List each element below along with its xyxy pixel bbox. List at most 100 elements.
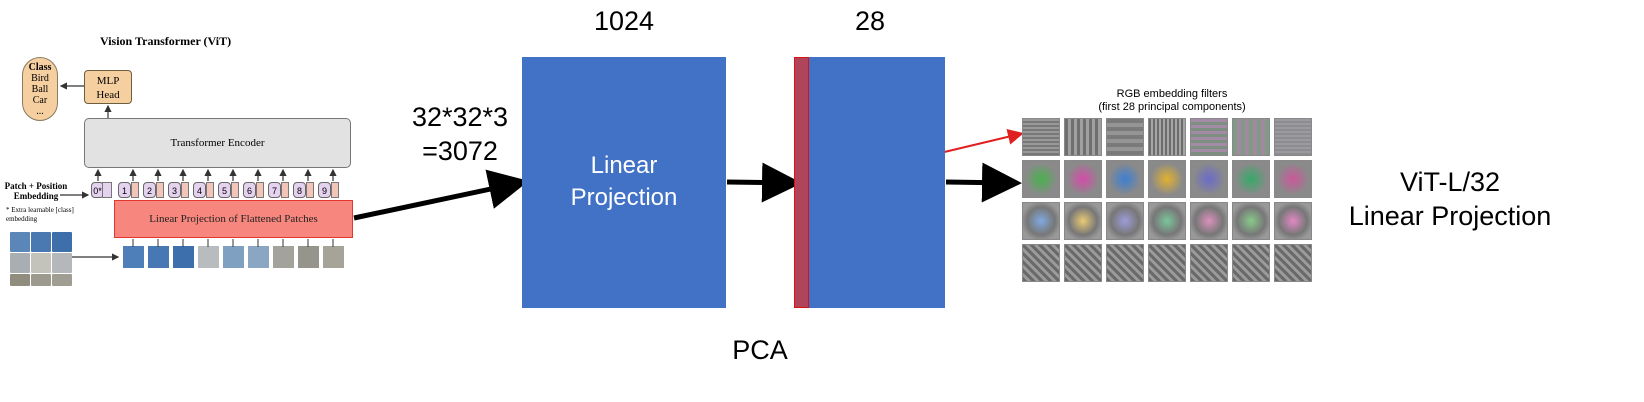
position-embedding [206, 182, 214, 198]
class-item: Bird [31, 73, 49, 84]
embedding-filter [1232, 202, 1270, 240]
embedding-filter [1274, 160, 1312, 198]
mlp-head-label: MLP Head [96, 75, 120, 101]
embedding-filter [1064, 244, 1102, 282]
image-patch [298, 246, 319, 268]
input-dimension-line2: =3072 [422, 136, 498, 166]
transformer-encoder-box: Transformer Encoder [84, 118, 351, 168]
input-dimension-line1: 32*32*3 [411, 102, 509, 132]
patch-up-arrows [132, 239, 334, 247]
token-6: 6 [243, 182, 256, 198]
filters-title-line1: RGB embedding filters [1116, 88, 1228, 100]
linear-projection-line1: Linear [590, 152, 658, 179]
embedding-filter [1148, 160, 1186, 198]
image-thumbnail [52, 274, 72, 286]
pca-projection-block [795, 57, 945, 308]
position-embedding [156, 182, 164, 198]
embedding-filter [1106, 202, 1144, 240]
arrow-to-linear-projection [353, 169, 529, 221]
embedding-filter [1148, 202, 1186, 240]
embedding-filter [1232, 244, 1270, 282]
embedding-filter [1022, 118, 1060, 156]
token-8: 8 [293, 182, 306, 198]
token-5: 5 [218, 182, 231, 198]
position-embedding [181, 182, 189, 198]
filters-title: RGB embedding filters (first 28 principa… [1024, 88, 1320, 114]
model-label-line2: Linear Projection [1348, 201, 1552, 231]
embedding-filter [1148, 244, 1186, 282]
model-label-line1: ViT-L/32 [1399, 167, 1501, 197]
token-4: 4 [193, 182, 206, 198]
image-thumbnail [31, 232, 51, 252]
image-patch [198, 246, 219, 268]
position-embedding [306, 182, 314, 198]
class-item: ... [36, 106, 44, 117]
embedding-filter [1274, 244, 1312, 282]
embedding-filter [1190, 160, 1228, 198]
filters-title-line2: (first 28 principal components) [1098, 101, 1246, 113]
token-7: 7 [268, 182, 281, 198]
token-up-arrows [94, 168, 337, 181]
embedding-filter [1190, 202, 1228, 240]
position-embedding [231, 182, 239, 198]
embedding-filter [1274, 118, 1312, 156]
image-patch [148, 246, 169, 268]
image-thumbnail [31, 274, 51, 286]
position-embedding [256, 182, 264, 198]
embedding-filter [1190, 244, 1228, 282]
class-item: Car [32, 95, 48, 106]
pca-label: PCA [732, 335, 788, 365]
embedding-filter [1232, 118, 1270, 156]
token-2: 2 [143, 182, 156, 198]
linear-projection-flattened-box: Linear Projection of Flattened Patches [114, 200, 353, 238]
image-thumbnail [10, 232, 30, 252]
embedding-filter [1064, 118, 1102, 156]
position-embedding [281, 182, 289, 198]
embedding-filter [1022, 244, 1060, 282]
token-1: 1 [118, 182, 131, 198]
embedding-filter [1064, 202, 1102, 240]
linear-projection-line2: Projection [570, 184, 678, 211]
transformer-encoder-label: Transformer Encoder [170, 137, 265, 149]
token-star [102, 182, 112, 198]
model-label: ViT-L/32 Linear Projection [1330, 165, 1570, 233]
image-patch [323, 246, 344, 268]
image-patch [273, 246, 294, 268]
embedding-filter [1022, 160, 1060, 198]
embedding-filter [1148, 118, 1186, 156]
arrow-to-pca-block [726, 162, 802, 203]
image-thumbnail [10, 253, 30, 273]
extra-learnable-label: * Extra learnable [class] embedding [6, 206, 74, 223]
class-item: Ball [31, 84, 49, 95]
linear-projection-block [522, 57, 726, 308]
image-patch [173, 246, 194, 268]
block2-dimension: 28 [854, 6, 886, 36]
filter-grid [1022, 118, 1322, 288]
embedding-filter [1064, 160, 1102, 198]
image-patch [248, 246, 269, 268]
image-thumbnail [10, 274, 30, 286]
linear-projection-flattened-label: Linear Projection of Flattened Patches [149, 213, 318, 225]
image-thumbnail [52, 253, 72, 273]
patch-position-embedding-label: Patch + Position Embedding [4, 181, 68, 201]
embedding-filter [1232, 160, 1270, 198]
input-dimension-label: 32*32*3 =3072 [395, 100, 525, 168]
embedding-filter [1274, 202, 1312, 240]
embedding-filter [1190, 118, 1228, 156]
vit-title: Vision Transformer (ViT) [100, 34, 232, 48]
embedding-filter [1106, 118, 1144, 156]
mlp-head-box: MLP Head [84, 70, 132, 104]
image-thumbnail [52, 232, 72, 252]
position-embedding [331, 182, 339, 198]
embedding-filter [1106, 160, 1144, 198]
class-head-pill: Class Bird Ball Car ... [22, 57, 58, 121]
position-embedding [131, 182, 139, 198]
highlighted-component-bar [794, 57, 809, 308]
linear-projection-label: Linear Projection [522, 150, 726, 214]
embedding-filter [1022, 202, 1060, 240]
token-9: 9 [318, 182, 331, 198]
image-thumbnail [31, 253, 51, 273]
image-patch [123, 246, 144, 268]
class-title: Class [28, 62, 52, 73]
